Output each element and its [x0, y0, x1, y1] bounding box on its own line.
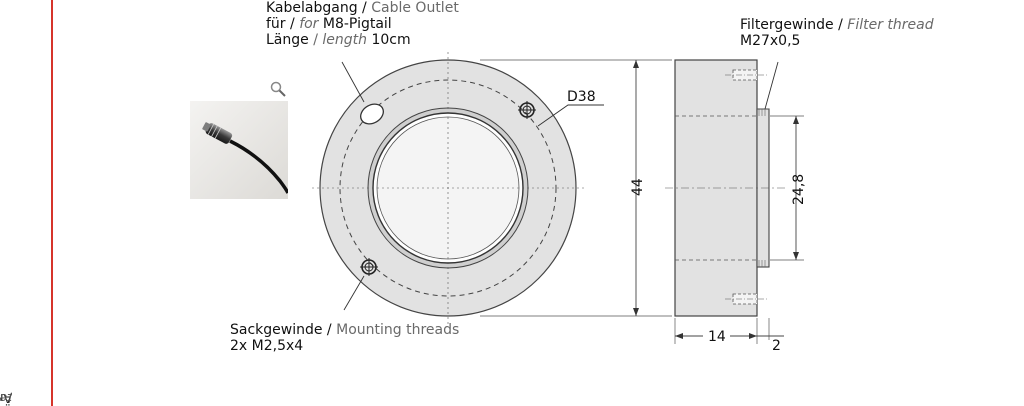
mounting-hole-bottom [360, 258, 378, 276]
cable-outlet-de: Kabelabgang [266, 0, 358, 16]
cable-outlet-line-1: Kabelabgang / Cable Outlet [266, 0, 459, 16]
dimension-24-8 [770, 115, 804, 261]
length-value: 10cm [371, 32, 411, 48]
cable-outlet-sep: / [357, 0, 372, 16]
mounting-threads-sep: / [322, 322, 337, 338]
filter-thread-sep: / [833, 17, 848, 33]
filter-thread-value: M27x0,5 [740, 33, 801, 49]
cable-outlet-line-2: für / for M8-Pigtail [266, 16, 459, 32]
filter-thread-de: Filtergewinde [740, 17, 834, 33]
mounting-threads-line-1: Sackgewinde / Mounting threads [230, 322, 459, 338]
pigtail-photo[interactable] [190, 101, 288, 199]
cable-outlet-line-3: Länge / length 10cm [266, 32, 459, 48]
cable-outlet-en: Cable Outlet [371, 0, 459, 16]
bolt-circle-dimension: D38 [567, 89, 596, 105]
length-de: Länge [266, 32, 309, 48]
cable-outlet-hole [360, 103, 384, 125]
filter-thread-line-1: Filtergewinde / Filter thread [740, 17, 934, 33]
for-sep: / [285, 16, 300, 32]
for-en: for [299, 16, 319, 32]
for-de: für [266, 16, 286, 32]
outer-diameter-dimension: 44 [630, 178, 646, 196]
cable-outlet-label: Kabelabgang / Cable Outlet für / for M8-… [266, 0, 459, 48]
mounting-threads-en: Mounting threads [336, 322, 460, 338]
mounting-hole-top [518, 101, 536, 119]
bolt-circle [339, 79, 557, 297]
step-dimension: 2 [772, 338, 781, 354]
dimension-44 [480, 59, 672, 317]
margin-rule [51, 0, 53, 406]
dimension-2 [757, 318, 784, 340]
pigtail-type: M8-Pigtail [322, 16, 392, 32]
front-view [312, 52, 604, 324]
blind-hole-top [725, 69, 768, 81]
inner-diameter-dimension: 24,8 [791, 174, 807, 205]
filter-thread-en: Filter thread [847, 17, 934, 33]
length-en: length [322, 32, 368, 48]
dimension-14 [674, 318, 758, 344]
length-sep: / [308, 32, 323, 48]
width-dimension: 14 [708, 329, 726, 345]
filter-thread-label: Filtergewinde / Filter thread M27x0,5 [740, 17, 934, 49]
magnifier-icon[interactable] [270, 81, 286, 97]
side-view [665, 59, 785, 317]
mounting-threads-de: Sackgewinde [230, 322, 323, 338]
blind-hole-bottom [725, 293, 768, 305]
mounting-threads-label: Sackgewinde / Mounting threads 2x M2,5x4 [230, 322, 459, 354]
mounting-threads-value: 2x M2,5x4 [230, 338, 304, 354]
pigtail-photo-graphic [190, 101, 288, 199]
